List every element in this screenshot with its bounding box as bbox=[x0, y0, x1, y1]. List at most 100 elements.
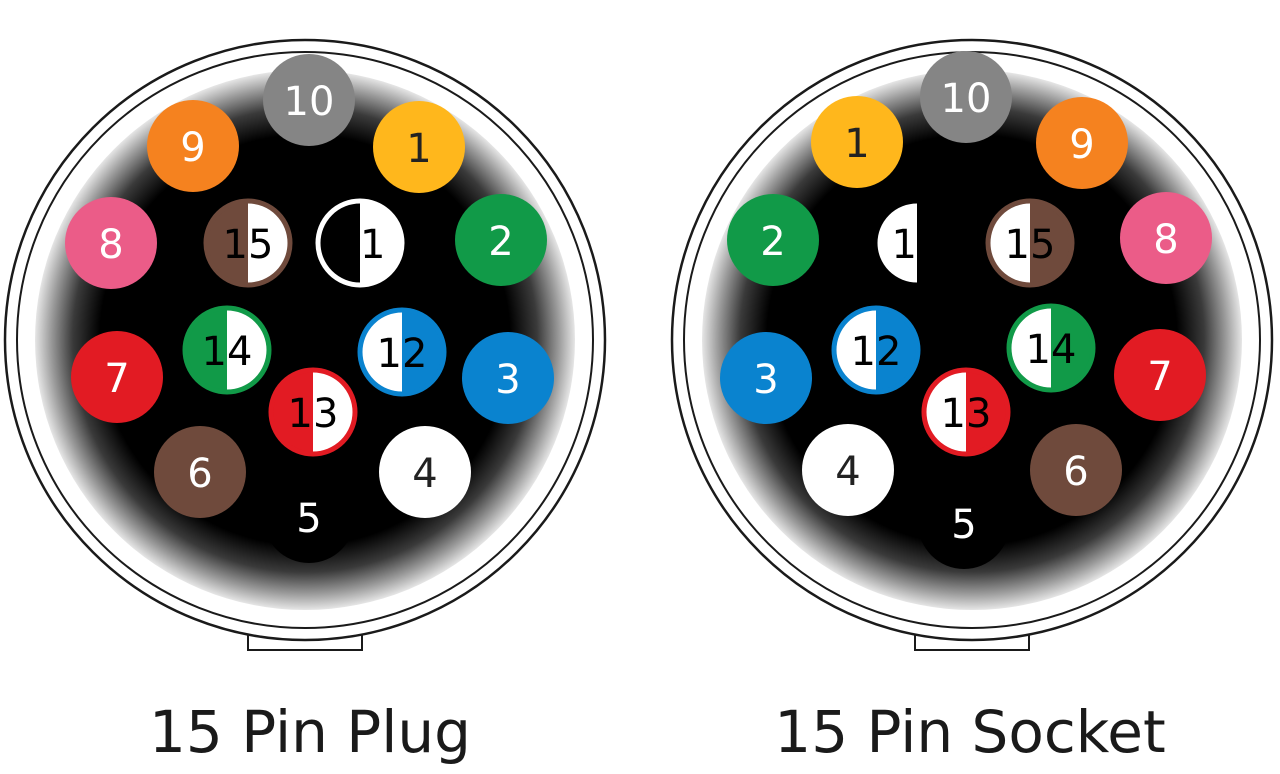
plug-pin-12: 12 bbox=[357, 307, 447, 397]
pin-ring bbox=[203, 198, 293, 288]
socket-pin-11: 11 bbox=[872, 198, 962, 288]
pin-number: 11 bbox=[892, 222, 943, 268]
socket-pin-5: 5 bbox=[918, 477, 1010, 569]
pin-disc bbox=[1036, 97, 1128, 189]
pin-number: 2 bbox=[760, 219, 785, 265]
socket-pin-2: 2 bbox=[727, 194, 819, 286]
pin-number: 15 bbox=[1005, 222, 1056, 268]
plug-caption: 15 Pin Plug bbox=[149, 698, 471, 766]
socket-pin-9: 9 bbox=[1036, 97, 1128, 189]
pin-number: 5 bbox=[296, 496, 321, 542]
pin-number: 3 bbox=[495, 357, 520, 403]
pin-disc bbox=[802, 424, 894, 516]
pin-disc bbox=[263, 54, 355, 146]
plug-pin-9: 9 bbox=[147, 100, 239, 192]
pin-number: 2 bbox=[488, 219, 513, 265]
pin-disc bbox=[154, 426, 246, 518]
plug-pin-8: 8 bbox=[65, 197, 157, 289]
socket-pin-13: 13 bbox=[921, 367, 1011, 457]
pin-disc bbox=[263, 471, 355, 563]
pin-number: 1 bbox=[406, 126, 431, 172]
pin-left-half bbox=[271, 370, 313, 454]
pin-number: 8 bbox=[1153, 217, 1178, 263]
pin-left-half bbox=[924, 370, 966, 454]
pin-number: 14 bbox=[202, 329, 253, 375]
pin-number: 12 bbox=[377, 331, 428, 377]
socket-pin-15: 15 bbox=[985, 198, 1075, 288]
pin-ring bbox=[315, 198, 405, 288]
pin-ring bbox=[268, 367, 358, 457]
pin-ring bbox=[357, 307, 447, 397]
pin-right-half bbox=[917, 201, 959, 285]
pin-ring bbox=[985, 198, 1075, 288]
plug-pin-4: 4 bbox=[379, 426, 471, 518]
pin-number: 7 bbox=[104, 356, 129, 402]
plug-pin-5: 5 bbox=[263, 471, 355, 563]
pin-number: 10 bbox=[284, 79, 335, 125]
pin-number: 8 bbox=[98, 222, 123, 268]
pin-right-half bbox=[313, 370, 355, 454]
plug-inner-ring bbox=[16, 51, 594, 629]
pin-number: 15 bbox=[223, 222, 274, 268]
socket-pin-3: 3 bbox=[720, 332, 812, 424]
socket-pin-7: 7 bbox=[1114, 329, 1206, 421]
pin-disc bbox=[811, 96, 903, 188]
plug-pin-13: 13 bbox=[268, 367, 358, 457]
pin-disc bbox=[373, 101, 465, 193]
pin-right-half bbox=[227, 308, 269, 392]
pin-right-half bbox=[248, 201, 290, 285]
pin-left-half bbox=[318, 201, 360, 285]
pin-number: 6 bbox=[187, 451, 212, 497]
pin-left-half bbox=[875, 201, 917, 285]
plug-pin-2: 2 bbox=[455, 194, 547, 286]
plug-pin-10: 10 bbox=[263, 54, 355, 146]
pin-left-half bbox=[1009, 306, 1051, 390]
pin-number: 9 bbox=[180, 125, 205, 171]
socket-pin-4: 4 bbox=[802, 424, 894, 516]
pin-number: 9 bbox=[1069, 122, 1094, 168]
socket-caption: 15 Pin Socket bbox=[774, 698, 1166, 766]
pin-number: 4 bbox=[412, 451, 437, 497]
plug-pin-11: 11 bbox=[315, 198, 405, 288]
pin-disc bbox=[1030, 424, 1122, 516]
pin-right-half bbox=[966, 370, 1008, 454]
pin-number: 4 bbox=[835, 449, 860, 495]
pin-ring bbox=[1006, 303, 1096, 393]
pin-disc bbox=[462, 332, 554, 424]
socket-pin-8: 8 bbox=[1120, 192, 1212, 284]
pin-disc bbox=[1114, 329, 1206, 421]
pin-right-half bbox=[1051, 306, 1093, 390]
pin-right-half bbox=[402, 310, 444, 394]
pin-number: 14 bbox=[1026, 327, 1077, 373]
socket-pin-12: 12 bbox=[831, 305, 921, 395]
pin-number: 13 bbox=[941, 391, 992, 437]
pin-disc bbox=[720, 332, 812, 424]
pin-left-half bbox=[988, 201, 1030, 285]
pin-left-half bbox=[206, 201, 248, 285]
pin-number: 12 bbox=[851, 329, 902, 375]
pin-left-half bbox=[834, 308, 876, 392]
pin-right-half bbox=[876, 308, 918, 392]
pin-ring bbox=[872, 198, 962, 288]
plug-pin-15: 15 bbox=[203, 198, 293, 288]
plug-pin-6: 6 bbox=[154, 426, 246, 518]
pin-disc bbox=[71, 331, 163, 423]
pin-number: 5 bbox=[951, 502, 976, 548]
pin-number: 6 bbox=[1063, 449, 1088, 495]
pin-disc bbox=[147, 100, 239, 192]
socket-pin-1: 1 bbox=[811, 96, 903, 188]
pin-right-half bbox=[1030, 201, 1072, 285]
pin-number: 10 bbox=[941, 76, 992, 122]
socket-pin-6: 6 bbox=[1030, 424, 1122, 516]
pin-number: 1 bbox=[844, 121, 869, 167]
plug-pin-7: 7 bbox=[71, 331, 163, 423]
pin-disc bbox=[920, 51, 1012, 143]
pin-left-half bbox=[360, 310, 402, 394]
pin-number: 11 bbox=[335, 222, 386, 268]
socket-pin-14: 14 bbox=[1006, 303, 1096, 393]
pin-ring bbox=[831, 305, 921, 395]
pin-disc bbox=[65, 197, 157, 289]
